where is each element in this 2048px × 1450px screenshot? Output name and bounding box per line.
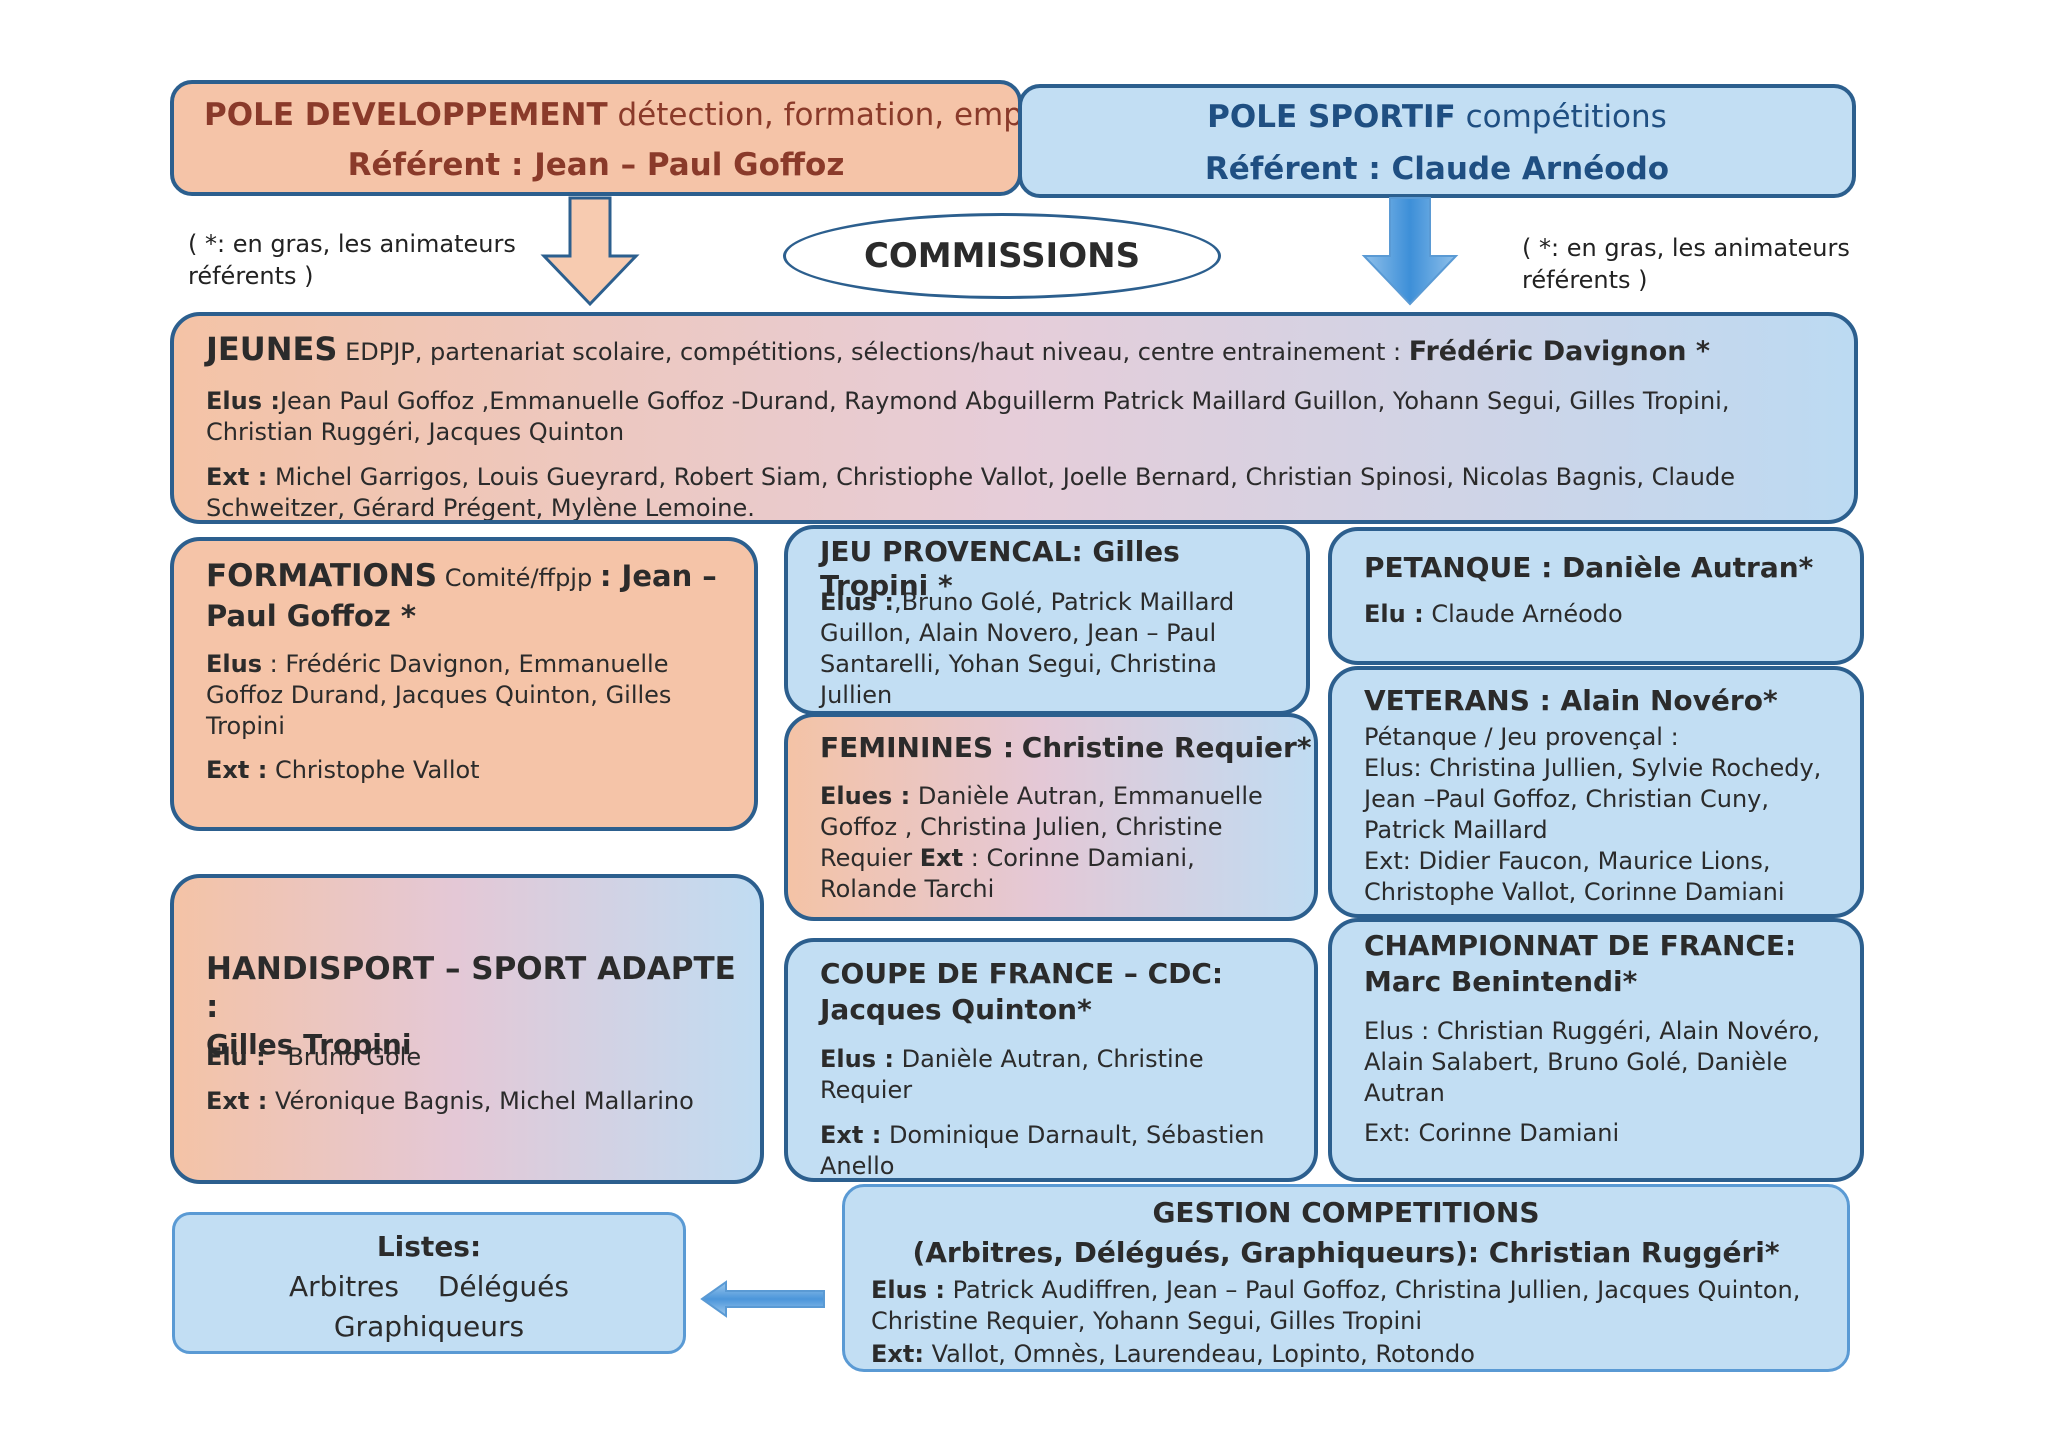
jeunes-elus-label: Elus :	[206, 387, 280, 415]
jeunes-title: JEUNES	[206, 330, 338, 368]
jeunes-referent: Frédéric Davignon *	[1408, 336, 1711, 367]
feminines-ext-label: Ext	[919, 844, 964, 872]
note-right: ( *: en gras, les animateurs référents )	[1522, 232, 1850, 296]
formations-ext: Christophe Vallot	[274, 756, 480, 784]
listes-item-arbitres: Arbitres	[289, 1270, 399, 1303]
pole-dev-referent-label: Référent :	[347, 147, 524, 183]
veterans-line1: Pétanque / Jeu provençal :	[1364, 723, 1679, 751]
gestion-ext: Vallot, Omnès, Laurendeau, Lopinto, Roto…	[931, 1340, 1475, 1368]
gestion-title-2: (Arbitres, Délégués, Graphiqueurs): Chri…	[912, 1236, 1780, 1269]
jeunes-ext-label: Ext :	[206, 463, 268, 491]
jeu-provencal-elus-label: Elus :	[820, 588, 894, 616]
gestion-competitions-box: GESTION COMPETITIONS (Arbitres, Délégués…	[842, 1184, 1850, 1372]
jeu-provencal-elus: ,Bruno Golé, Patrick Maillard Guillon, A…	[820, 588, 1235, 709]
pole-sportif-title: POLE SPORTIF	[1207, 99, 1456, 135]
gestion-ext-label: Ext:	[871, 1340, 924, 1368]
championnat-title-2: Marc Benintendi*	[1364, 965, 1638, 998]
handisport-elus: Bruno Gole	[287, 1043, 422, 1071]
veterans-line3: Ext: Didier Faucon, Maurice Lions, Chris…	[1364, 847, 1785, 906]
handisport-referent: Gilles Tropini	[206, 1028, 412, 1061]
jeu-provencal-title: JEU PROVENCAL: Gilles Tropini *	[820, 535, 1180, 602]
formations-title: FORMATIONS	[206, 558, 438, 594]
handisport-title: HANDISPORT – SPORT ADAPTE :	[206, 951, 736, 1025]
feminines-elus-label: Elues :	[820, 782, 911, 810]
pole-sportif-box: POLE SPORTIF compétitions Référent : Cla…	[1018, 84, 1856, 198]
handisport-ext: Véronique Bagnis, Michel Mallarino	[274, 1087, 694, 1115]
arrow-down-left-icon	[540, 196, 640, 307]
petanque-title: PETANQUE : Danièle Autran*	[1364, 551, 1814, 584]
championnat-title-1: CHAMPIONNAT DE FRANCE:	[1364, 929, 1797, 962]
commissions-label: COMMISSIONS	[863, 236, 1141, 276]
feminines-referent: Christine Requier*	[1021, 731, 1312, 764]
jeunes-ext: Michel Garrigos, Louis Gueyrard, Robert …	[206, 463, 1735, 522]
note-right-line2: référents )	[1522, 266, 1648, 294]
jeu-provencal-box: JEU PROVENCAL: Gilles Tropini * Elus :,B…	[784, 525, 1310, 715]
pole-sportif-subtitle: compétitions	[1465, 99, 1667, 135]
pole-sportif-referent-label: Référent :	[1204, 151, 1381, 187]
note-left: ( *: en gras, les animateurs référents )	[188, 228, 516, 292]
pole-dev-subtitle: détection, formation, emploi	[617, 97, 1022, 133]
veterans-title: VETERANS : Alain Novéro*	[1364, 684, 1778, 717]
handisport-ext-label: Ext :	[206, 1087, 268, 1115]
formations-ext-label: Ext :	[206, 756, 268, 784]
veterans-line2: Elus: Christina Jullien, Sylvie Rochedy,…	[1364, 754, 1822, 844]
gestion-elus-label: Elus :	[871, 1276, 945, 1304]
listes-item-delegues: Délégués	[437, 1270, 569, 1303]
listes-item-graphiqueurs: Graphiqueurs	[333, 1310, 525, 1343]
championnat-ext: Ext: Corinne Damiani	[1364, 1119, 1620, 1147]
petanque-elus-label: Elu :	[1364, 600, 1424, 628]
note-left-line1: ( *: en gras, les animateurs	[188, 230, 516, 258]
coupe-ext: Dominique Darnault, Sébastien Anello	[820, 1121, 1265, 1180]
petanque-box: PETANQUE : Danièle Autran* Elu : Claude …	[1328, 527, 1864, 665]
feminines-ext: : Corinne Damiani, Rolande Tarchi	[820, 844, 1195, 903]
championnat-elus: Elus : Christian Ruggéri, Alain Novéro, …	[1364, 1017, 1820, 1107]
petanque-elus: Claude Arnéodo	[1431, 600, 1623, 628]
formations-box: FORMATIONS Comité/ffpjp : Jean – Paul Go…	[170, 537, 758, 831]
formations-referent: : Jean – Paul Goffoz *	[206, 559, 717, 633]
jeunes-desc: EDPJP, partenariat scolaire, compétition…	[345, 338, 1402, 366]
championnat-box: CHAMPIONNAT DE FRANCE: Marc Benintendi* …	[1328, 918, 1864, 1182]
pole-sportif-referent-name: Claude Arnéodo	[1391, 151, 1670, 187]
note-right-line1: ( *: en gras, les animateurs	[1522, 234, 1850, 262]
veterans-box: VETERANS : Alain Novéro* Pétanque / Jeu …	[1328, 666, 1864, 918]
arrow-left-icon	[700, 1280, 825, 1318]
formations-elus-label: Elus	[206, 650, 262, 678]
coupe-ext-label: Ext :	[820, 1121, 882, 1149]
pole-dev-title: POLE DEVELOPPEMENT	[204, 97, 608, 133]
handisport-elus-label: Elu :	[206, 1043, 266, 1071]
formations-desc: Comité/ffpjp	[444, 564, 593, 592]
jeunes-elus: Jean Paul Goffoz ,Emmanuelle Goffoz -Dur…	[206, 387, 1730, 446]
formations-elus: : Frédéric Davignon, Emmanuelle Goffoz D…	[206, 650, 672, 740]
gestion-elus: Patrick Audiffren, Jean – Paul Goffoz, C…	[871, 1276, 1801, 1335]
feminines-box: FEMININES : Christine Requier* Elues : D…	[784, 713, 1318, 921]
commissions-ellipse: COMMISSIONS	[783, 213, 1221, 299]
jeunes-box: JEUNES EDPJP, partenariat scolaire, comp…	[170, 312, 1858, 524]
listes-title: Listes:	[376, 1230, 482, 1263]
handisport-box: HANDISPORT – SPORT ADAPTE : Gilles Tropi…	[170, 874, 764, 1184]
arrow-down-right-icon	[1361, 197, 1459, 306]
feminines-title: FEMININES :	[820, 731, 1015, 764]
coupe-elus: Danièle Autran, Christine Requier	[820, 1045, 1204, 1104]
coupe-title-1: COUPE DE FRANCE – CDC:	[820, 957, 1224, 990]
pole-dev-referent-name: Jean – Paul Goffoz	[534, 147, 845, 183]
coupe-de-france-box: COUPE DE FRANCE – CDC: Jacques Quinton* …	[784, 938, 1318, 1182]
feminines-elus: Danièle Autran, Emmanuelle Goffoz , Chri…	[820, 782, 1263, 872]
coupe-elus-label: Elus :	[820, 1045, 894, 1073]
note-left-line2: référents )	[188, 262, 314, 290]
gestion-title-1: GESTION COMPETITIONS	[1152, 1196, 1540, 1229]
coupe-title-2: Jacques Quinton*	[820, 993, 1092, 1026]
listes-box: Listes: Arbitres Délégués Graphiqueurs	[172, 1212, 686, 1354]
pole-developpement-box: POLE DEVELOPPEMENT détection, formation,…	[170, 80, 1022, 196]
